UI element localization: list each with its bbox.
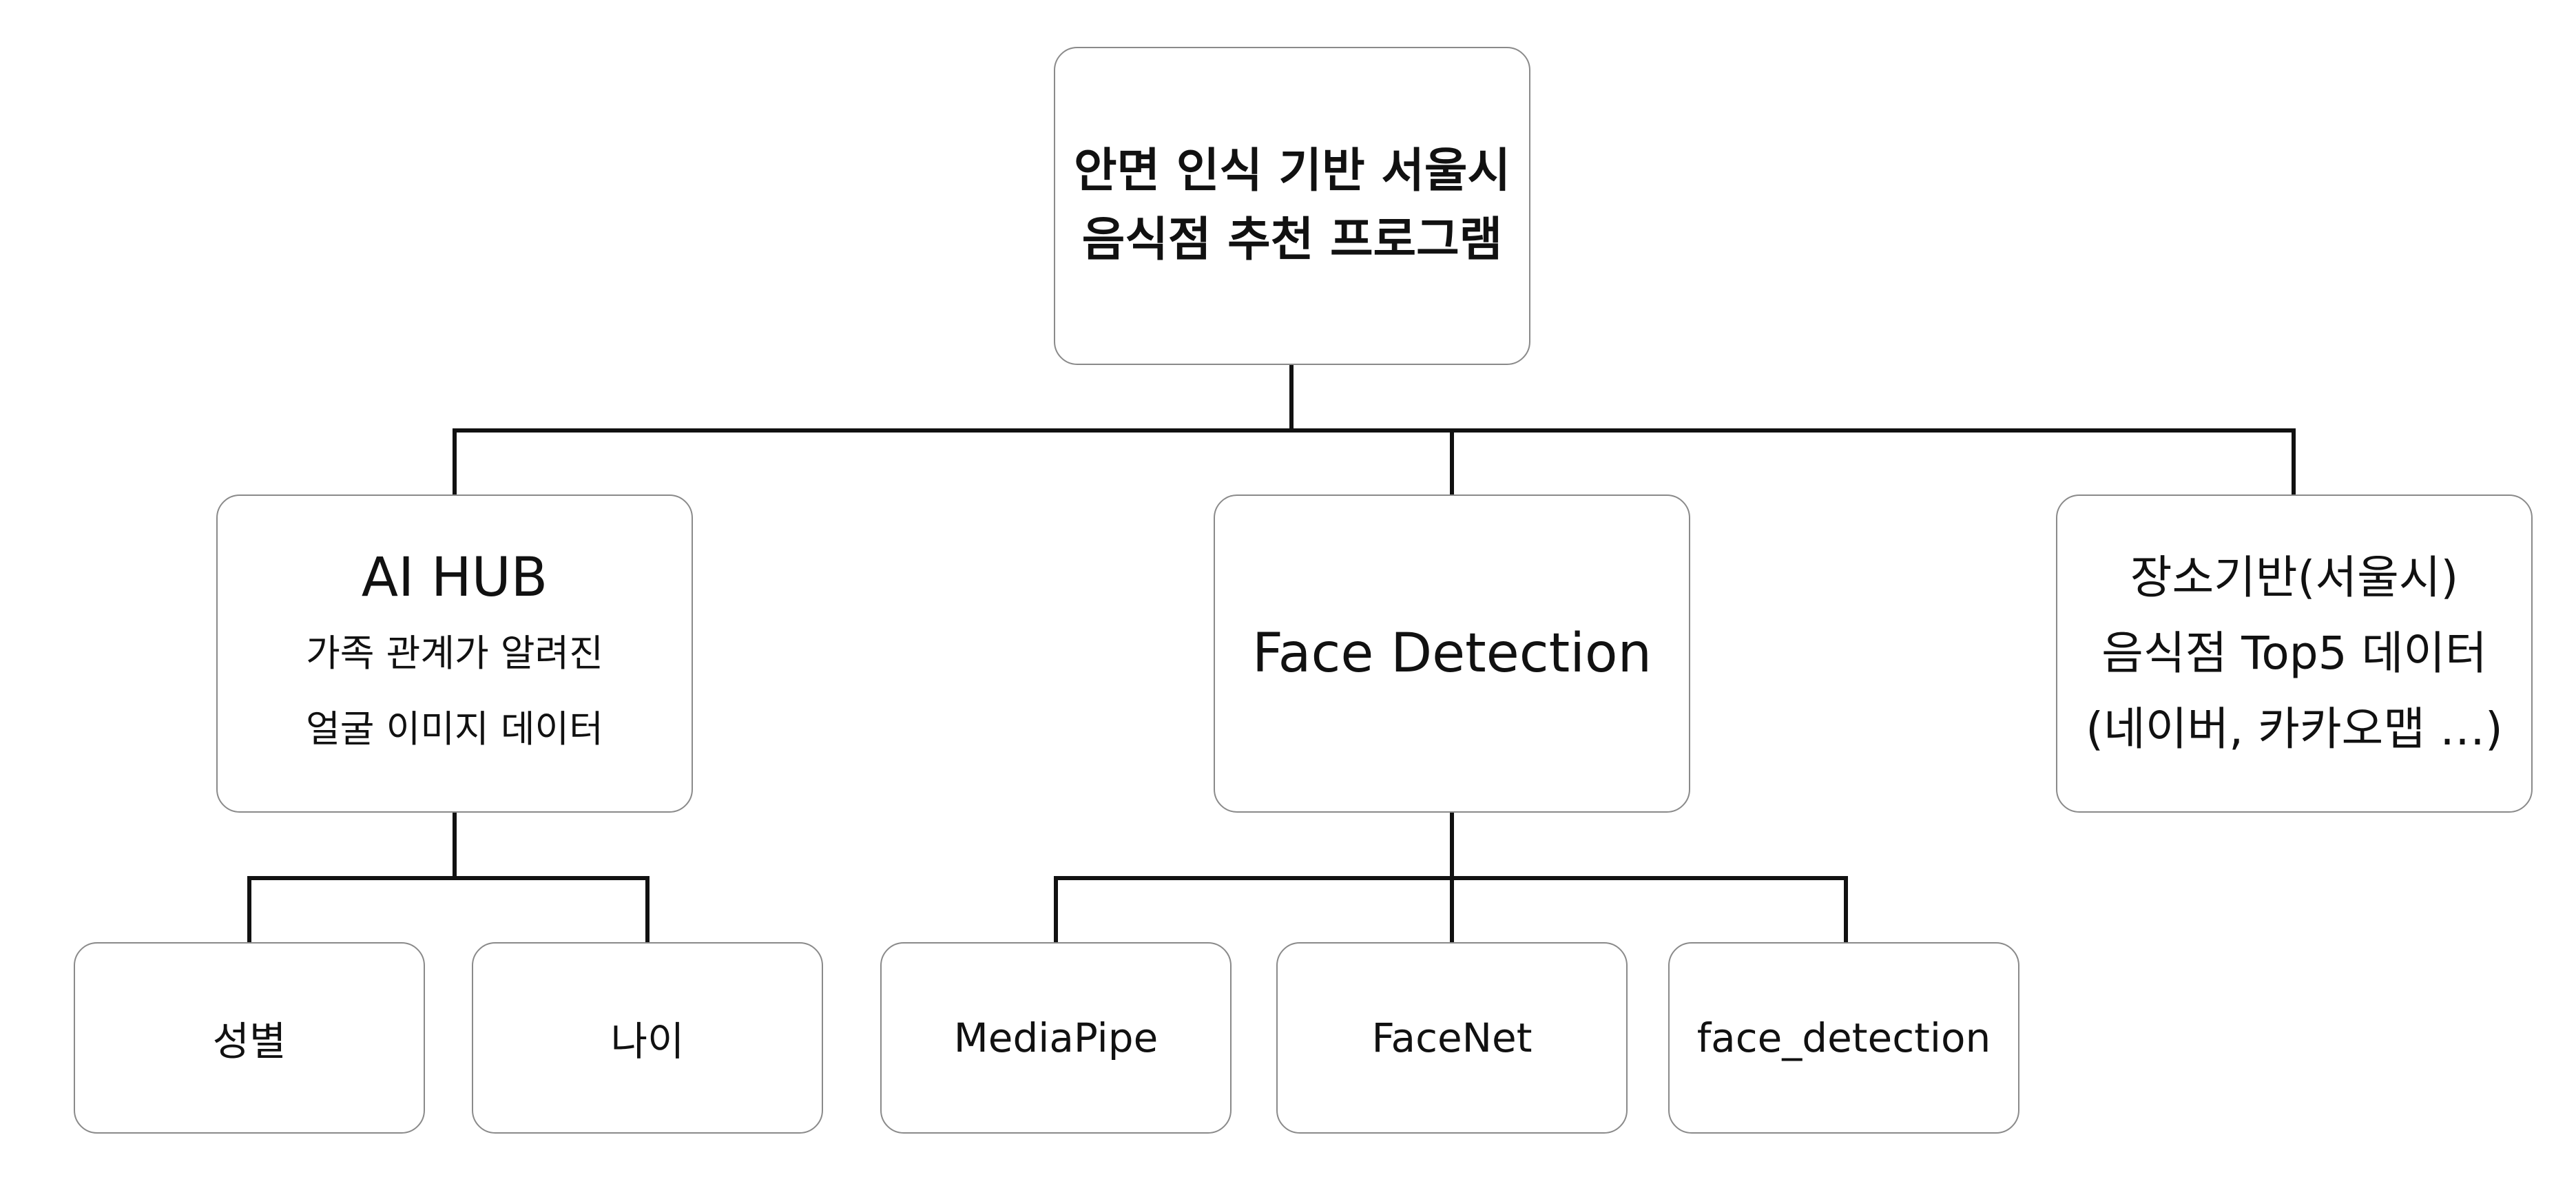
place-data-node[interactable]: 장소기반(서울시) 음식점 Top5 데이터 (네이버, 카카오맵 …) [2056,494,2533,813]
face-detection-lib-label: face_detection [1696,1014,1991,1061]
root-node[interactable]: 안면 인식 기반 서울시 음식점 추천 프로그램 [1054,47,1530,365]
face-detection-lib-node[interactable]: face_detection [1668,942,2019,1134]
gender-label: 성별 [212,1018,287,1065]
aihub-desc-line1: 가족 관계가 알려진 [306,632,603,675]
face-detection-node[interactable]: Face Detection [1214,494,1690,813]
face-detection-title: Face Detection [1251,623,1652,685]
aihub-node[interactable]: AI HUB 가족 관계가 알려진 얼굴 이미지 데이터 [216,494,693,813]
root-title-line2: 음식점 추천 프로그램 [1081,213,1503,267]
root-title-line1: 안면 인식 기반 서울시 [1073,144,1511,198]
place-data-line1: 장소기반(서울시) [2130,551,2459,604]
age-node[interactable]: 나이 [472,942,823,1134]
aihub-title: AI HUB [361,547,548,609]
mediapipe-label: MediaPipe [953,1014,1159,1061]
age-label: 나이 [610,1018,685,1065]
facenet-node[interactable]: FaceNet [1276,942,1628,1134]
place-data-line3: (네이버, 카카오맵 …) [2086,702,2503,756]
facenet-label: FaceNet [1371,1014,1533,1061]
gender-node[interactable]: 성별 [74,942,425,1134]
mediapipe-node[interactable]: MediaPipe [880,942,1232,1134]
aihub-desc-line2: 얼굴 이미지 데이터 [306,707,603,751]
place-data-line2: 음식점 Top5 데이터 [2101,627,2487,680]
